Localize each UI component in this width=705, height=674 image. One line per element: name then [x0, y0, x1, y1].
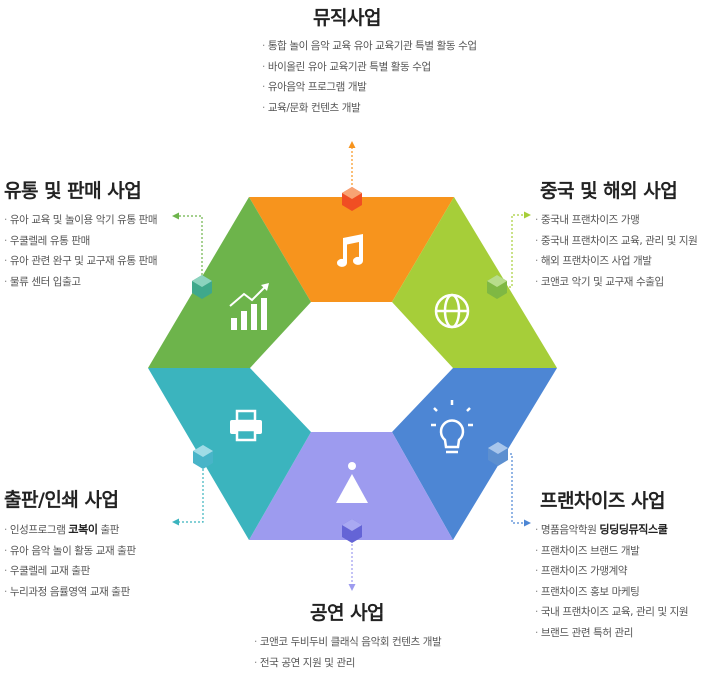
list-item: 유아음악 프로그램 개발: [262, 77, 477, 98]
list-item: 누리과정 음률영역 교재 출판: [4, 582, 136, 603]
publishing-item-suffix: 출판: [100, 524, 120, 536]
distribution-list: 유아 교육 및 놀이용 악기 유통 판매 우쿨렐레 유통 판매 유아 관련 완구…: [4, 210, 158, 293]
franchise-item-label: 명품음악학원: [540, 524, 597, 536]
globe-icon: [434, 293, 470, 329]
franchise-title: 프랜차이즈 사업: [540, 490, 665, 512]
arrow-franchise: [524, 519, 531, 527]
list-item: 명품음악학원 딩딩딩뮤직스쿨: [535, 520, 688, 541]
list-item: 코앤코 악기 및 교구재 수출입: [535, 272, 697, 293]
connector-franchise: [498, 453, 525, 524]
performance-list: 코앤코 두비두비 클래식 음악회 컨텐츠 개발 전국 공연 지원 및 관리: [254, 632, 442, 674]
list-item: 해외 프랜차이즈 사업 개발: [535, 251, 697, 272]
connector-publishing: [178, 457, 204, 523]
connector-distribution: [178, 215, 203, 287]
list-item: 우쿨렐레 교재 출판: [4, 561, 136, 582]
printer-icon: [230, 409, 262, 442]
list-item: 교육/문화 컨텐츠 개발: [262, 98, 477, 119]
arrow-china: [524, 211, 531, 219]
publishing-item-label: 인성프로그램: [9, 524, 66, 536]
china-list: 중국내 프랜차이즈 가맹 중국내 프랜차이즈 교육, 관리 및 지원 해외 프랜…: [535, 210, 698, 293]
list-item: 전국 공연 지원 및 관리: [254, 653, 441, 674]
segment-distribution[interactable]: [148, 197, 311, 368]
publishing-list: 인성프로그램 코복이 출판 유아 음악 놀이 활동 교재 출판 우쿨렐레 교재 …: [4, 520, 136, 602]
performance-title: 공연 사업: [310, 602, 385, 624]
music-title: 뮤직사업: [313, 7, 381, 29]
lightbulb-icon: [431, 400, 473, 454]
list-item: 프랜차이즈 가맹계약: [535, 561, 688, 582]
node-distribution: [192, 275, 212, 299]
node-music: [342, 187, 362, 211]
bar-chart-icon: [229, 283, 269, 330]
publishing-title: 출판/인쇄 사업: [4, 489, 119, 511]
list-item: 프랜차이즈 브랜드 개발: [535, 541, 688, 562]
arrow-performance: [348, 584, 356, 591]
list-item: 국내 프랜차이즈 교육, 관리 및 지원: [535, 602, 689, 623]
china-title: 중국 및 해외 사업: [540, 180, 678, 202]
node-publishing: [193, 445, 213, 469]
arrow-publishing: [172, 518, 179, 526]
node-franchise: [488, 442, 508, 466]
list-item: 중국내 프랜차이즈 가맹: [535, 210, 697, 231]
brand-dingding-music-school: 딩딩딩뮤직스쿨: [599, 523, 668, 536]
music-note-icon: [337, 234, 363, 267]
list-item: 통합 놀이 음악 교육 유아 교육기관 특별 활동 수업: [262, 36, 477, 57]
segment-china[interactable]: [392, 197, 557, 368]
list-item: 물류 센터 입출고: [4, 272, 157, 293]
list-item: 유아 교육 및 놀이용 악기 유통 판매: [4, 210, 158, 231]
arrow-distribution: [172, 212, 179, 220]
list-item: 코앤코 두비두비 클래식 음악회 컨텐츠 개발: [254, 632, 442, 653]
segment-publishing[interactable]: [148, 368, 311, 540]
list-item: 인성프로그램 코복이 출판: [4, 520, 136, 541]
stage-icon: [336, 462, 368, 503]
distribution-title: 유통 및 판매 사업: [4, 180, 142, 202]
list-item: 우쿨렐레 유통 판매: [4, 231, 157, 252]
brand-kobogi: 코복이: [68, 523, 98, 536]
list-item: 바이올린 유아 교육기관 특별 활동 수업: [262, 57, 477, 78]
list-item: 프랜차이즈 홍보 마케팅: [535, 582, 688, 603]
music-list: 통합 놀이 음악 교육 유아 교육기관 특별 활동 수업 바이올린 유아 교육기…: [262, 36, 477, 118]
franchise-list: 명품음악학원 딩딩딩뮤직스쿨 프랜차이즈 브랜드 개발 프랜차이즈 가맹계약 프…: [535, 520, 689, 644]
node-china: [487, 275, 507, 299]
node-performance: [342, 519, 362, 543]
list-item: 브랜드 관련 특허 관리: [535, 623, 688, 644]
list-item: 유아 관련 완구 및 교구재 유통 판매: [4, 251, 158, 272]
connector-china: [497, 214, 525, 288]
list-item: 중국내 프랜차이즈 교육, 관리 및 지원: [535, 231, 698, 252]
segment-music[interactable]: [249, 197, 454, 302]
arrow-music: [348, 141, 356, 148]
list-item: 유아 음악 놀이 활동 교재 출판: [4, 541, 136, 562]
segment-franchise[interactable]: [392, 368, 557, 540]
